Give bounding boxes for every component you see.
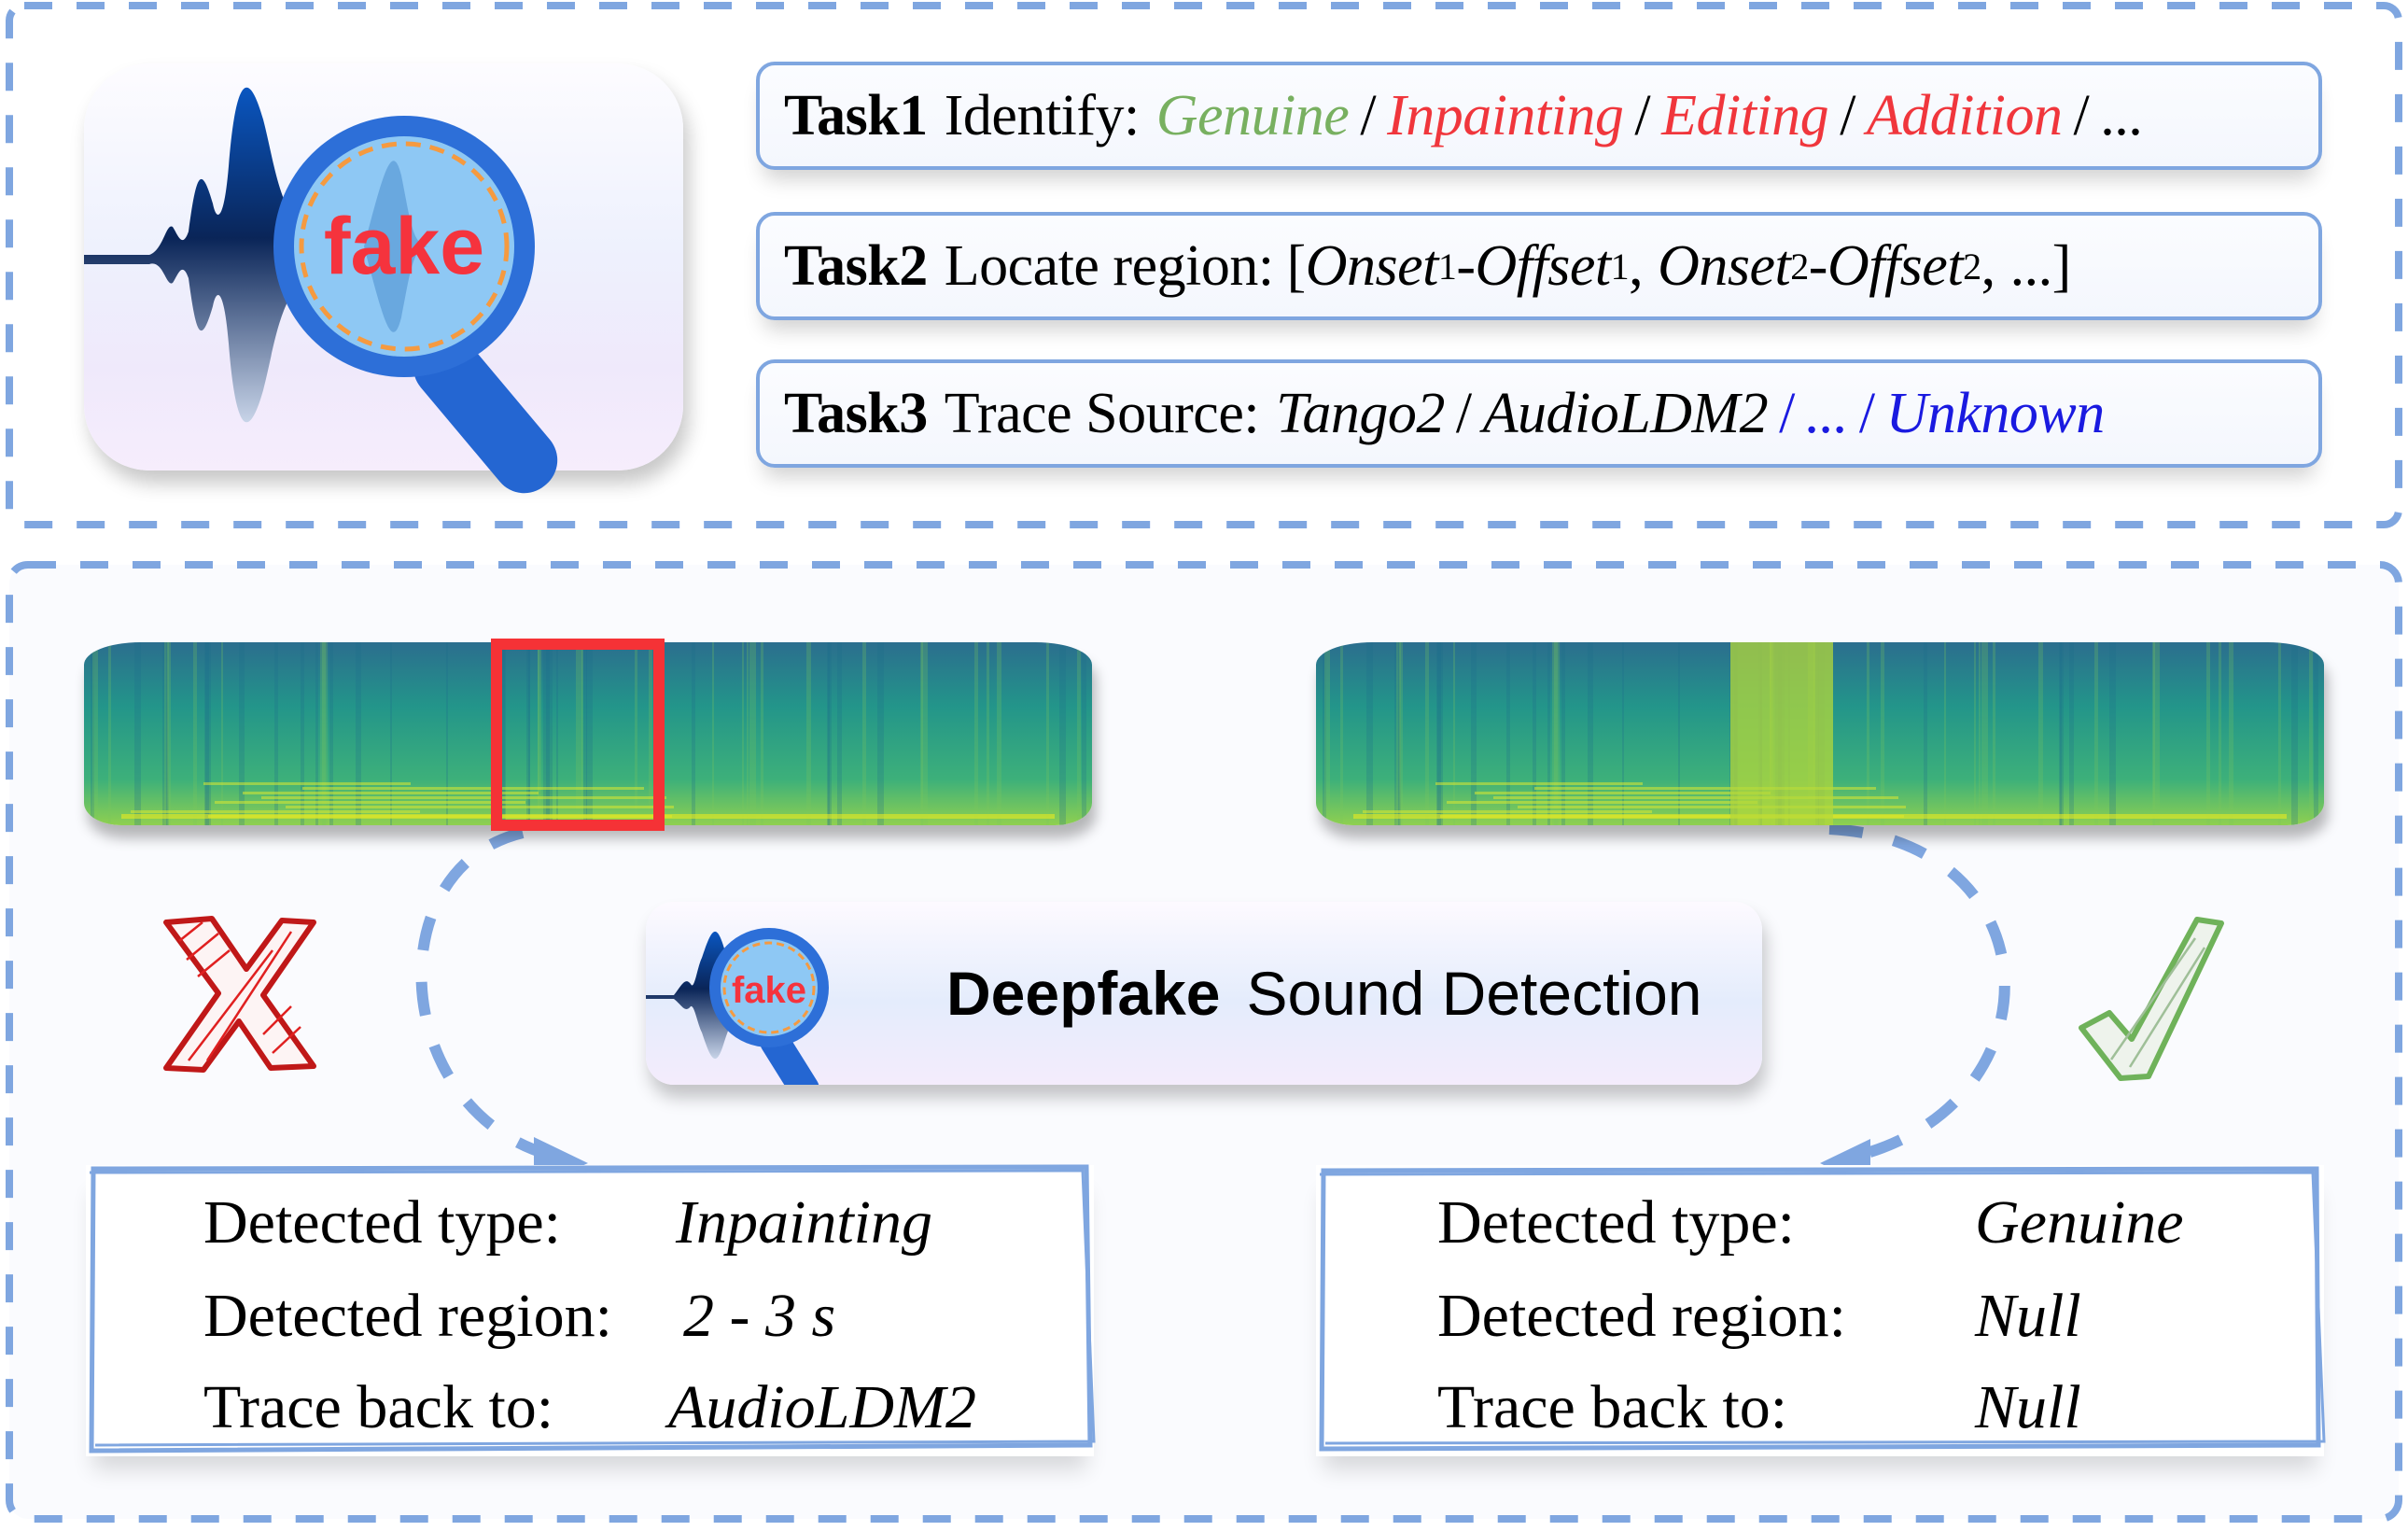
close-bracket: ] bbox=[2051, 233, 2072, 298]
mini-logo-icon: fake bbox=[646, 928, 829, 1085]
task1-option-genuine: Genuine bbox=[1155, 83, 1350, 147]
spectrogram-genuine-image bbox=[1316, 642, 2324, 825]
center-title: Deepfake Sound Detection bbox=[946, 958, 1702, 1029]
dash: - bbox=[1808, 233, 1828, 298]
cross-mark-icon bbox=[163, 916, 316, 1073]
left-trace-label: Trace back to: bbox=[203, 1373, 554, 1441]
logo-card: fake bbox=[84, 63, 683, 494]
logo-artwork: fake bbox=[84, 87, 558, 494]
manipulated-region-highlight bbox=[491, 639, 665, 831]
offset-2: Offset bbox=[1827, 233, 1964, 298]
right-trace-label: Trace back to: bbox=[1437, 1373, 1788, 1441]
separator: / bbox=[1779, 381, 1795, 445]
title-bold: Deepfake bbox=[946, 959, 1221, 1028]
sketch-border bbox=[1319, 1166, 2326, 1452]
separator: / bbox=[1858, 381, 1875, 445]
right-type-label: Detected type: bbox=[1437, 1188, 1795, 1257]
separator: / bbox=[1360, 83, 1377, 147]
source-unknown: Unknown bbox=[1885, 381, 2106, 445]
ellipsis: ... bbox=[2009, 233, 2053, 298]
separator: / bbox=[1840, 83, 1855, 147]
onset-2: Onset bbox=[1658, 233, 1791, 298]
offset-1: Offset bbox=[1475, 233, 1612, 298]
task1-box: Task1 Identify: Genuine / Inpainting / E… bbox=[756, 62, 2322, 170]
comma: , bbox=[1629, 233, 1644, 298]
task1-label: Task1 bbox=[784, 83, 928, 147]
right-type-value: Genuine bbox=[1975, 1188, 2184, 1257]
right-region-label: Detected region: bbox=[1437, 1282, 1846, 1350]
spectrogram-fake bbox=[84, 642, 1092, 825]
open-bracket: [ bbox=[1286, 233, 1307, 298]
source-tango2: Tango2 bbox=[1276, 381, 1445, 445]
bright-segment bbox=[1730, 642, 1833, 825]
task3-box: Task3 Trace Source: Tango2 / AudioLDM2 /… bbox=[756, 359, 2322, 468]
task2-prefix: Locate region: bbox=[944, 233, 1274, 298]
right-result-box: Detected type: Genuine Detected region: … bbox=[1316, 1165, 2326, 1456]
waveform-icon bbox=[84, 87, 317, 423]
subscript-2: 2 bbox=[1790, 245, 1809, 288]
left-flow-arrow bbox=[415, 827, 562, 1163]
mini-fake-badge-text: fake bbox=[732, 970, 806, 1011]
left-type-label: Detected type: bbox=[203, 1188, 561, 1257]
onset-1: Onset bbox=[1305, 233, 1439, 298]
subscript-2: 2 bbox=[1963, 245, 1981, 288]
right-flow-arrow bbox=[1828, 823, 2010, 1161]
left-result-box: Detected type: Inpainting Detected regio… bbox=[86, 1164, 1096, 1456]
left-region-value: 2 - 3 s bbox=[683, 1282, 836, 1350]
fake-badge-text: fake bbox=[324, 202, 484, 291]
separator: / bbox=[1455, 381, 1472, 445]
subscript-1: 1 bbox=[1610, 245, 1630, 288]
separator: / bbox=[1634, 83, 1651, 147]
check-mark-icon bbox=[2079, 917, 2224, 1081]
task1-option-editing: Editing bbox=[1661, 83, 1829, 147]
task2-label: Task2 bbox=[784, 233, 928, 298]
spectrogram-fake-image bbox=[84, 642, 1092, 825]
deepfake-detection-card: fake Deepfake Sound Detection bbox=[646, 902, 1762, 1085]
subscript-1: 1 bbox=[1437, 245, 1457, 288]
ellipsis: ... bbox=[2100, 83, 2143, 147]
task3-label: Task3 bbox=[784, 381, 928, 445]
task1-prefix: Identify: bbox=[944, 83, 1141, 147]
source-audioldm2: AudioLDM2 bbox=[1482, 381, 1769, 445]
task1-option-inpainting: Inpainting bbox=[1387, 83, 1624, 147]
separator: / bbox=[2073, 83, 2090, 147]
magnifier-icon bbox=[273, 116, 558, 494]
comma: , bbox=[1981, 233, 1996, 298]
left-region-label: Detected region: bbox=[203, 1282, 612, 1350]
top-section-border bbox=[6, 2, 2402, 528]
right-region-value: Null bbox=[1975, 1282, 2081, 1350]
left-type-value: Inpainting bbox=[676, 1188, 932, 1257]
right-trace-value: Null bbox=[1975, 1373, 2081, 1441]
title-rest: Sound Detection bbox=[1246, 959, 1702, 1028]
left-trace-value: AudioLDM2 bbox=[668, 1373, 976, 1441]
task1-option-addition: Addition bbox=[1866, 83, 2063, 147]
sketch-border bbox=[89, 1164, 1096, 1454]
dash: - bbox=[1456, 233, 1476, 298]
ellipsis: ... bbox=[1805, 381, 1849, 445]
spectrogram-genuine bbox=[1316, 642, 2324, 825]
task3-prefix: Trace Source: bbox=[944, 381, 1260, 445]
